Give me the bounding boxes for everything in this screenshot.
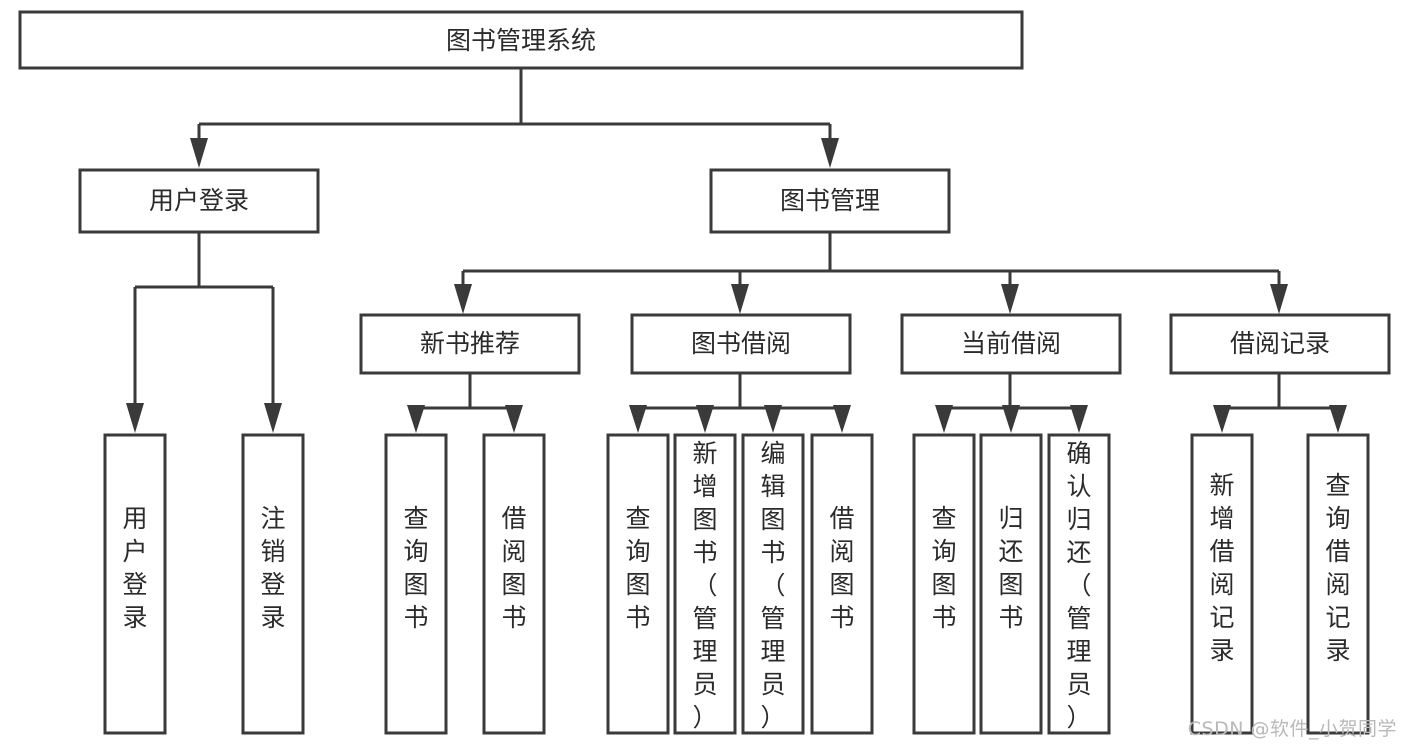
leaf-query-book-1-box[interactable] xyxy=(384,433,448,735)
arrow-to-leaf-query-book-2 xyxy=(629,405,647,433)
edge-group-new-book-recommend xyxy=(407,373,523,433)
arrow-to-current-borrow xyxy=(1001,284,1019,314)
leaf-confirm-return-label: 确认归还（管理员） xyxy=(1066,439,1091,732)
csdn-watermark: CSDN @软件_小贺同学 xyxy=(1187,718,1397,740)
node-book-borrow[interactable]: 图书借阅 xyxy=(630,313,852,375)
node-user-login-label: 用户登录 xyxy=(149,186,249,215)
leaf-add-book-box[interactable] xyxy=(673,433,737,735)
arrow-to-leaf-query-book-1 xyxy=(407,405,425,433)
leaf-borrow-book-1[interactable]: 借阅图书 xyxy=(482,433,546,735)
leaf-edit-book-box[interactable] xyxy=(741,433,805,735)
arrow-to-leaf-borrow-book-2 xyxy=(833,405,851,433)
node-user-login-box[interactable] xyxy=(78,168,320,234)
arrow-to-leaf-user-login xyxy=(126,403,144,433)
node-borrow-record-box[interactable] xyxy=(1169,313,1391,375)
leaf-query-book-2-box[interactable] xyxy=(606,433,670,735)
leaf-query-book-2-label: 查询图书 xyxy=(625,504,650,632)
node-borrow-record-label: 借阅记录 xyxy=(1230,329,1330,358)
arrow-to-leaf-borrow-book-1 xyxy=(505,405,523,433)
node-new-book-recommend-box[interactable] xyxy=(359,313,581,375)
leaf-borrow-book-2-label: 借阅图书 xyxy=(829,504,854,632)
leaf-user-login-label: 用户登录 xyxy=(122,504,147,632)
leaf-logout-login-label: 注销登录 xyxy=(260,504,285,632)
node-new-book-recommend[interactable]: 新书推荐 xyxy=(359,313,581,375)
leaf-query-record-label: 查询借阅记录 xyxy=(1325,471,1350,665)
leaf-query-book-3-box[interactable] xyxy=(912,433,976,735)
leaf-query-book-1[interactable]: 查询图书 xyxy=(384,433,448,735)
leaf-return-book[interactable]: 归还图书 xyxy=(979,433,1043,735)
arrow-to-leaf-add-book xyxy=(696,405,714,433)
edge-group-root xyxy=(190,68,839,168)
arrow-to-leaf-confirm-return xyxy=(1070,405,1088,433)
arrow-to-new-book-recommend xyxy=(454,284,472,314)
leaf-confirm-return-box[interactable] xyxy=(1047,433,1111,735)
arrow-to-leaf-query-book-3 xyxy=(935,405,953,433)
node-book-management-label: 图书管理 xyxy=(780,186,880,215)
leaf-edit-book-label: 编辑图书（管理员） xyxy=(760,439,785,732)
node-root-label: 图书管理系统 xyxy=(446,26,596,55)
arrow-to-borrow-record xyxy=(1270,284,1288,314)
leaf-query-book-1-label: 查询图书 xyxy=(403,504,428,632)
leaf-edit-book[interactable]: 编辑图书（管理员） xyxy=(741,433,805,735)
leaf-query-record-box[interactable] xyxy=(1306,433,1370,735)
arrow-to-user-login xyxy=(190,138,208,168)
node-book-management[interactable]: 图书管理 xyxy=(709,168,951,234)
leaf-add-book[interactable]: 新增图书（管理员） xyxy=(673,433,737,735)
arrow-to-leaf-edit-book xyxy=(764,405,782,433)
leaf-query-book-2[interactable]: 查询图书 xyxy=(606,433,670,735)
arrow-to-leaf-add-record xyxy=(1213,405,1231,433)
node-new-book-recommend-label: 新书推荐 xyxy=(420,329,520,358)
node-current-borrow-label: 当前借阅 xyxy=(961,329,1061,358)
leaf-add-record-box[interactable] xyxy=(1190,433,1254,735)
leaf-add-record[interactable]: 新增借阅记录 xyxy=(1190,433,1254,735)
arrow-to-book-management xyxy=(821,138,839,168)
leaf-query-book-3[interactable]: 查询图书 xyxy=(912,433,976,735)
arrow-to-book-borrow xyxy=(731,284,749,314)
leaf-logout-login-box[interactable] xyxy=(241,433,305,735)
leaf-logout-login[interactable]: 注销登录 xyxy=(241,433,305,735)
leaf-return-book-label: 归还图书 xyxy=(998,504,1023,632)
leaf-borrow-book-2-box[interactable] xyxy=(810,433,874,735)
edge-group-book-borrow xyxy=(629,373,851,433)
node-book-management-box[interactable] xyxy=(709,168,951,234)
edge-group-book-management xyxy=(454,232,1288,314)
arrow-to-leaf-query-record xyxy=(1329,405,1347,433)
node-user-login[interactable]: 用户登录 xyxy=(78,168,320,234)
leaf-user-login-box[interactable] xyxy=(103,433,167,735)
leaf-borrow-book-2[interactable]: 借阅图书 xyxy=(810,433,874,735)
leaf-add-record-label: 新增借阅记录 xyxy=(1209,471,1234,665)
node-current-borrow-box[interactable] xyxy=(900,313,1122,375)
edge-group-current-borrow xyxy=(935,373,1088,433)
leaf-query-record[interactable]: 查询借阅记录 xyxy=(1306,433,1370,735)
leaf-borrow-book-1-label: 借阅图书 xyxy=(501,504,526,632)
leaf-add-book-label: 新增图书（管理员） xyxy=(692,439,717,732)
leaf-confirm-return[interactable]: 确认归还（管理员） xyxy=(1047,433,1111,735)
node-current-borrow[interactable]: 当前借阅 xyxy=(900,313,1122,375)
leaf-borrow-book-1-box[interactable] xyxy=(482,433,546,735)
node-book-borrow-label: 图书借阅 xyxy=(691,329,791,358)
arrow-to-leaf-return-book xyxy=(1002,405,1020,433)
node-root[interactable]: 图书管理系统 xyxy=(18,10,1024,70)
node-book-borrow-box[interactable] xyxy=(630,313,852,375)
leaf-query-book-3-label: 查询图书 xyxy=(931,504,956,632)
node-root-box[interactable] xyxy=(18,10,1024,70)
edge-group-borrow-record xyxy=(1213,373,1347,433)
edge-group-user-login xyxy=(126,232,282,433)
node-borrow-record[interactable]: 借阅记录 xyxy=(1169,313,1391,375)
leaf-user-login[interactable]: 用户登录 xyxy=(103,433,167,735)
leaf-return-book-box[interactable] xyxy=(979,433,1043,735)
arrow-to-leaf-logout-login xyxy=(264,403,282,433)
